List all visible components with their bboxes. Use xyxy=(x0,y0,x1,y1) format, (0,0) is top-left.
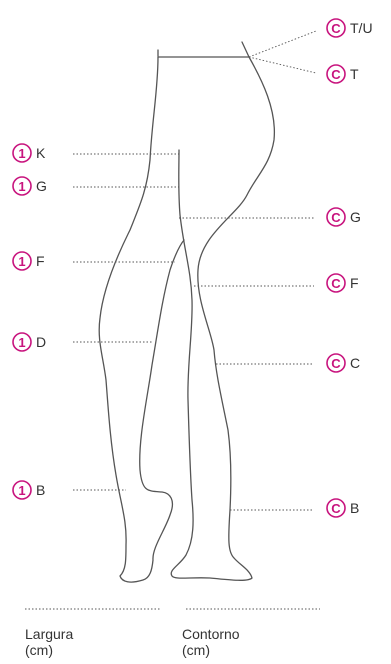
marker-letter: G xyxy=(350,209,361,225)
front-contour xyxy=(170,56,276,581)
leader-t xyxy=(248,56,317,74)
marker-letter: D xyxy=(36,334,46,350)
marker-code: C xyxy=(331,356,341,371)
marker-circle xyxy=(326,353,346,373)
marker-circle xyxy=(12,176,32,196)
marker-left-f: 1 F xyxy=(12,251,45,271)
marker-code: C xyxy=(331,67,341,82)
leader-tu xyxy=(248,30,317,58)
marker-code: C xyxy=(331,276,341,291)
marker-code: 1 xyxy=(18,483,25,498)
marker-code: 1 xyxy=(18,146,25,161)
marker-circle xyxy=(12,480,32,500)
marker-circle xyxy=(326,207,346,227)
marker-right-b: C B xyxy=(326,498,359,518)
marker-left-g: 1 G xyxy=(12,176,47,196)
marker-code: C xyxy=(331,501,341,516)
marker-right-t: C T xyxy=(326,64,359,84)
leader-lines xyxy=(73,30,317,511)
marker-right-f: C F xyxy=(326,273,359,293)
marker-left-d: 1 D xyxy=(12,332,46,352)
marker-code: 1 xyxy=(18,254,25,269)
width-label-line2: (cm) xyxy=(25,642,53,658)
marker-letter: F xyxy=(350,275,359,291)
marker-code: 1 xyxy=(18,335,25,350)
marker-circle xyxy=(326,498,346,518)
marker-left-k: 1 K xyxy=(12,143,46,163)
marker-circle xyxy=(12,251,32,271)
girth-label-line2: (cm) xyxy=(182,642,210,658)
marker-letter: T/U xyxy=(350,20,373,36)
marker-right-g: C G xyxy=(326,207,361,227)
width-label: Largura (cm) xyxy=(25,626,73,658)
marker-code: 1 xyxy=(18,179,25,194)
width-label-line1: Largura xyxy=(25,626,74,642)
girth-label-line1: Contorno xyxy=(182,626,240,642)
marker-letter: B xyxy=(350,500,359,516)
marker-right-c: C C xyxy=(326,353,360,373)
marker-circle xyxy=(326,64,346,84)
marker-letter: C xyxy=(350,355,360,371)
marker-letter: B xyxy=(36,482,45,498)
marker-circle xyxy=(12,143,32,163)
girth-label: Contorno (cm) xyxy=(182,626,240,658)
marker-right-tu: C T/U xyxy=(326,18,373,38)
marker-letter: G xyxy=(36,178,47,194)
marker-code: C xyxy=(331,21,341,36)
marker-circle xyxy=(12,332,32,352)
marker-code: C xyxy=(331,210,341,225)
leg-outline xyxy=(98,41,276,583)
marker-circle xyxy=(326,273,346,293)
waistband-line xyxy=(157,41,250,58)
marker-left-b: 1 B xyxy=(12,480,45,500)
marker-letter: T xyxy=(350,66,359,82)
marker-letter: K xyxy=(36,145,46,161)
back-contour xyxy=(98,56,185,583)
marker-circle xyxy=(326,18,346,38)
marker-letter: F xyxy=(36,253,45,269)
